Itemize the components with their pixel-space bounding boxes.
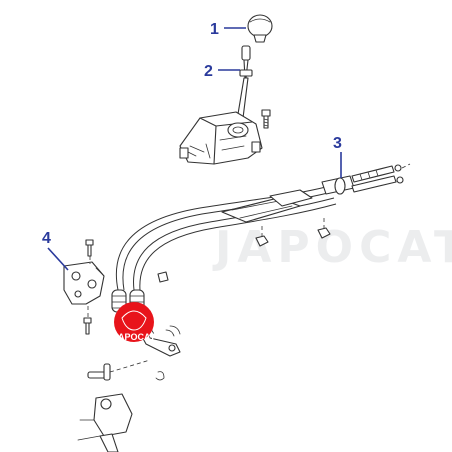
cable-end-assembly xyxy=(321,163,411,195)
callout-2: 2 xyxy=(204,63,240,80)
cable-bracket xyxy=(63,261,105,305)
transmission-mount xyxy=(77,393,133,452)
callout-3-number: 3 xyxy=(333,135,342,152)
callout-4-number: 4 xyxy=(42,230,51,247)
bracket-bolt-top xyxy=(85,239,94,264)
cable-nut-left xyxy=(255,226,269,247)
bracket-bolt-bottom xyxy=(83,306,92,335)
housing-bolt xyxy=(261,109,271,129)
callout-1: 1 xyxy=(210,21,246,38)
callout-1-number: 1 xyxy=(210,21,219,38)
snap-pin-lower xyxy=(155,371,165,381)
cable-nut-right xyxy=(317,218,331,239)
watermark-text: JAPOCAT xyxy=(212,222,452,273)
retaining-clip-upper xyxy=(157,271,169,283)
logo-text: JAPOCAT xyxy=(113,332,156,342)
shift-cables xyxy=(115,185,337,291)
callout-4: 4 xyxy=(42,230,69,271)
retaining-clip-right xyxy=(165,325,181,337)
shifter-housing xyxy=(179,111,263,165)
clevis-pin xyxy=(87,359,151,381)
callout-3: 3 xyxy=(333,135,342,178)
shift-knob xyxy=(247,14,273,43)
callout-2-number: 2 xyxy=(204,63,213,80)
japocat-logo: JAPOCAT xyxy=(113,302,156,342)
